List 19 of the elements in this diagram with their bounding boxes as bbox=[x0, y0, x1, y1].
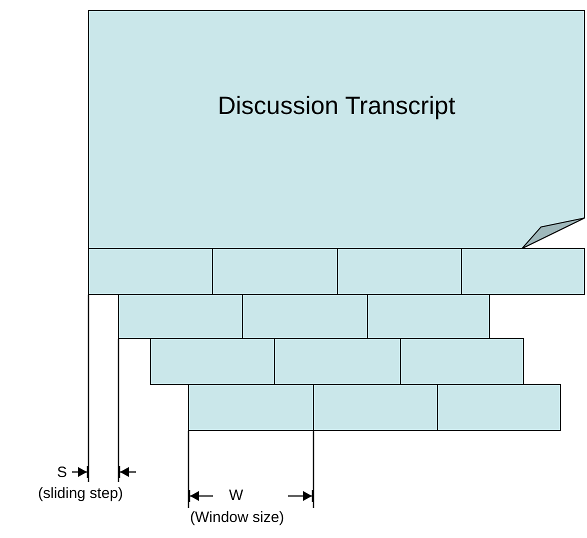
window-box bbox=[150, 338, 275, 385]
window-box bbox=[118, 294, 243, 339]
dimension-caption: (sliding step) bbox=[38, 486, 124, 501]
window-box bbox=[212, 248, 338, 295]
window-box bbox=[400, 338, 524, 385]
window-box bbox=[88, 248, 213, 295]
document-shape bbox=[88, 10, 585, 249]
dimension-label: W bbox=[229, 488, 244, 503]
document-title: Discussion Transcript bbox=[216, 94, 456, 120]
window-box bbox=[461, 248, 585, 295]
window-box bbox=[313, 384, 438, 431]
window-box bbox=[188, 384, 314, 431]
dimension-label: S bbox=[57, 465, 68, 480]
window-box bbox=[437, 384, 561, 431]
window-box bbox=[367, 294, 490, 339]
window-box bbox=[337, 248, 462, 295]
dimension-caption: (Window size) bbox=[190, 510, 284, 525]
window-box bbox=[274, 338, 401, 385]
window-box bbox=[242, 294, 368, 339]
